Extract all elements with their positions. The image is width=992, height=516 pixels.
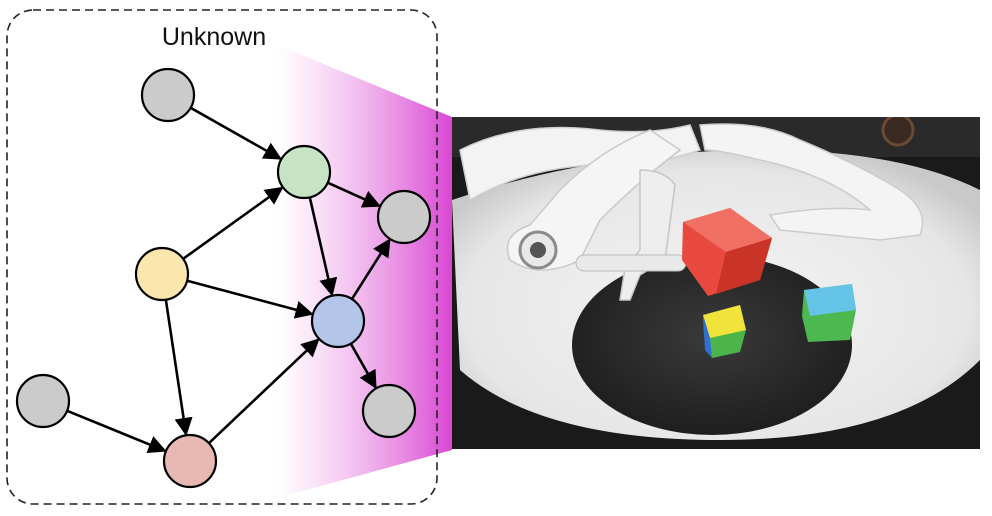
node-n6-gray bbox=[361, 383, 417, 439]
graph-edges bbox=[66, 106, 391, 454]
node-n4-yellow bbox=[134, 246, 190, 302]
edge-n4-n8 bbox=[164, 299, 193, 437]
graph-boundary bbox=[6, 9, 438, 505]
node-n2-green bbox=[276, 144, 332, 200]
node-n7-gray bbox=[15, 373, 71, 429]
graph-title: Unknown bbox=[162, 23, 266, 51]
small-cube bbox=[703, 305, 746, 358]
node-n1-gray bbox=[140, 67, 196, 123]
robot-photo bbox=[452, 117, 980, 449]
edge-n7-n8 bbox=[66, 409, 167, 454]
finger-tip bbox=[575, 254, 687, 272]
edge-n5-n6 bbox=[349, 342, 377, 390]
motor-icon bbox=[881, 117, 915, 147]
edge-n2-n3 bbox=[327, 181, 382, 208]
edge-n8-n5 bbox=[207, 338, 320, 445]
robot-finger bbox=[699, 123, 924, 241]
highlight-beam bbox=[270, 42, 452, 500]
red-cube bbox=[682, 208, 772, 296]
edge-n2-n5 bbox=[308, 197, 338, 297]
node-n5-blue bbox=[310, 293, 366, 349]
robot-finger bbox=[506, 129, 682, 271]
edge-n4-n5 bbox=[186, 279, 314, 319]
node-n3-gray bbox=[376, 189, 432, 245]
edge-n1-n2 bbox=[189, 106, 283, 160]
graph-nodes bbox=[15, 67, 432, 489]
edge-n4-n2 bbox=[182, 186, 284, 260]
green-cube bbox=[802, 284, 856, 342]
node-n8-pink bbox=[162, 433, 218, 489]
finger-joint-hole bbox=[530, 242, 546, 258]
edge-n5-n3 bbox=[350, 238, 391, 300]
